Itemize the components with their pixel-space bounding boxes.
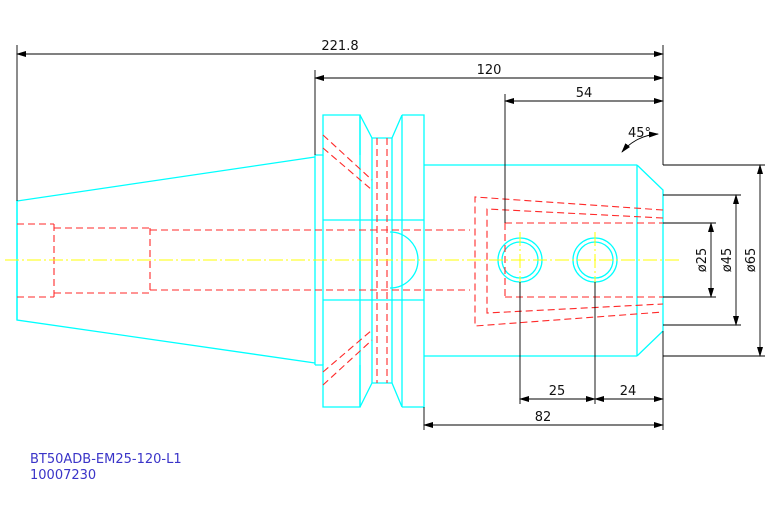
dimension-gauge-to-end: 120 [314, 63, 664, 155]
dimension-overall-length: 221.8 [16, 39, 664, 201]
dim-text-bore-section: 54 [576, 86, 593, 101]
centerline [5, 232, 680, 288]
part-number: BT50ADB-EM25-120-L1 [30, 452, 182, 467]
hidden-lines [17, 134, 664, 386]
dim-text-overall-length: 221.8 [321, 39, 358, 54]
dim-text-bore-diameter: ø25 [695, 248, 710, 273]
dimension-chamfer-angle: 45° [621, 126, 659, 153]
dim-text-outer-diameter: ø65 [744, 248, 759, 273]
dim-text-mid-diameter: ø45 [720, 248, 735, 273]
dimension-diameters: ø25 ø45 ø65 [663, 164, 765, 357]
dim-text-gauge-to-end: 120 [477, 63, 502, 78]
title-block: BT50ADB-EM25-120-L1 10007230 [30, 452, 182, 484]
holder-outline [16, 114, 664, 408]
dim-text-nose-length: 82 [535, 410, 552, 425]
dimension-screw-positions: 25 24 82 [423, 282, 664, 430]
dim-text-screw-offset: 24 [620, 384, 637, 399]
dim-text-screw-spacing: 25 [549, 384, 566, 399]
dimension-bore-section: 54 [504, 86, 664, 223]
dim-text-chamfer-angle: 45° [628, 126, 651, 141]
part-code: 10007230 [30, 468, 97, 483]
